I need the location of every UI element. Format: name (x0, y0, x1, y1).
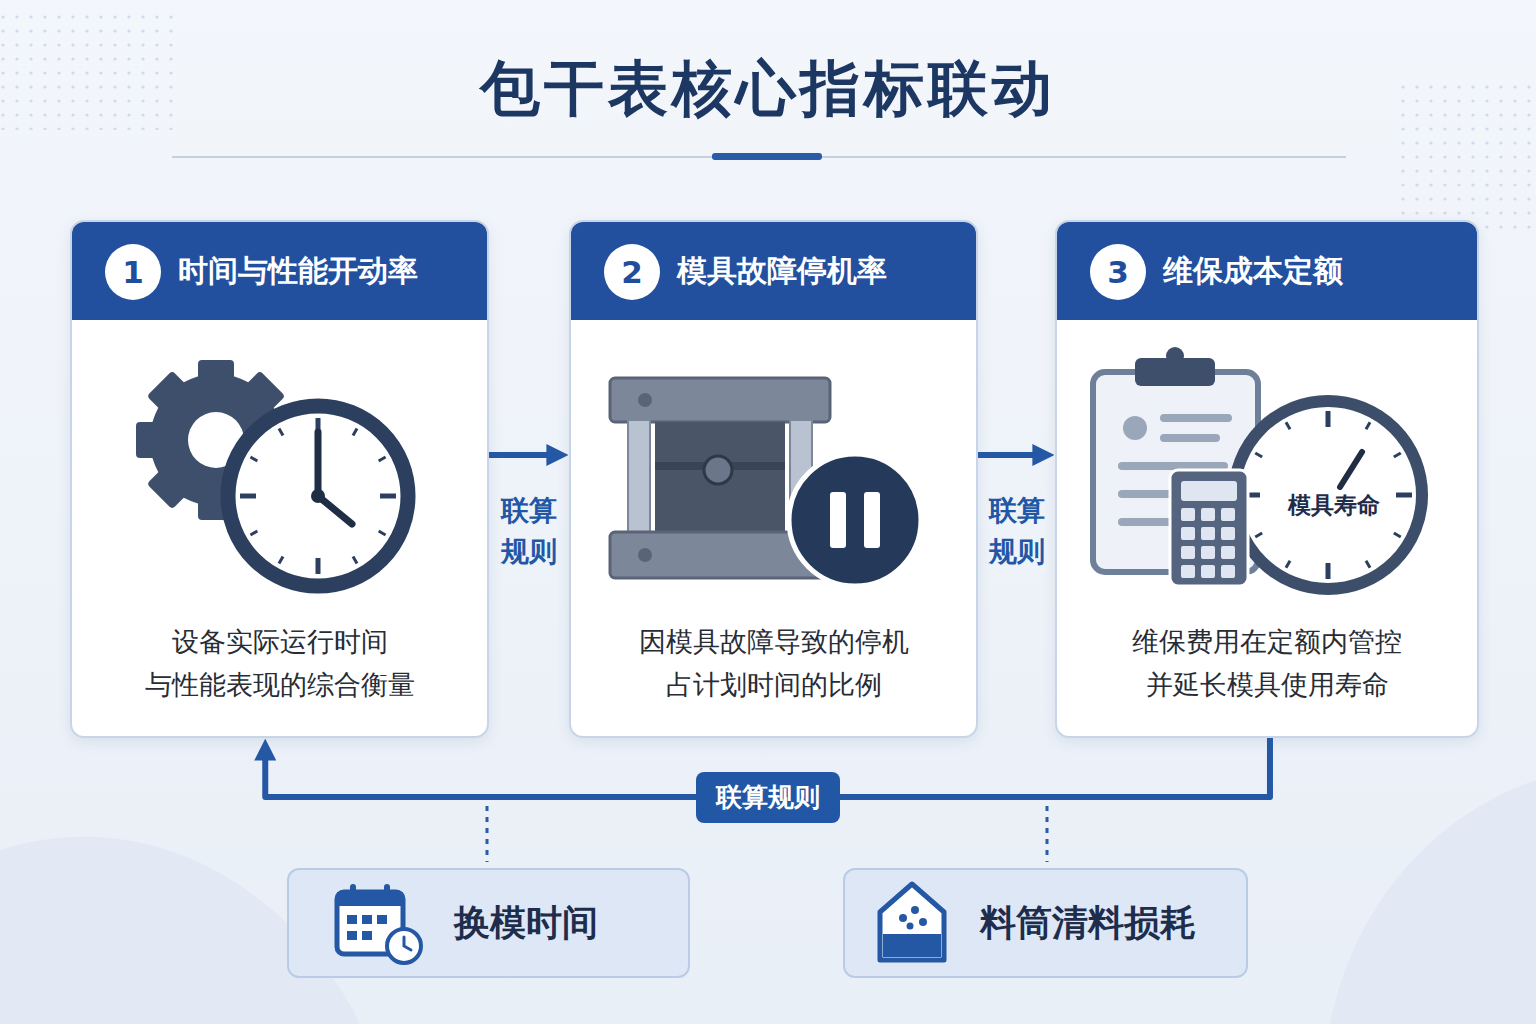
factor-box: 换模时间 (287, 868, 690, 978)
clock-tick (1394, 453, 1401, 457)
mold-pillar (628, 420, 650, 534)
mold-pause-icon (610, 378, 921, 586)
calculator-key (1221, 546, 1235, 559)
clock-tick (1366, 561, 1370, 568)
clock-hand (1340, 452, 1362, 487)
mold-plate (610, 378, 830, 422)
dashed-tie (486, 806, 489, 862)
clock-tick (1396, 493, 1412, 498)
step-number: 2 (604, 244, 660, 300)
calculator-key (1181, 508, 1195, 521)
step-number-circle: 1 (105, 244, 161, 300)
clock-tick (353, 428, 357, 435)
clipboard (1093, 372, 1258, 572)
clock-face (1234, 401, 1422, 589)
calculator (1170, 470, 1248, 586)
clock-tick (1366, 422, 1370, 429)
linkage-arrow (489, 452, 553, 458)
clock-tick (316, 558, 321, 574)
gear-clock-icon (136, 360, 408, 586)
step-number: 3 (1090, 244, 1146, 300)
calculator-key (1201, 546, 1215, 559)
clipboard-calculator-clock-icon (1093, 347, 1422, 589)
clock-tick (1255, 533, 1262, 537)
clock-tick (250, 531, 257, 535)
metric-card: 时间与性能开动率设备实际运行时间 与性能表现的综合衡量1 (70, 220, 489, 738)
card-description: 设备实际运行时间 与性能表现的综合衡量 (72, 620, 487, 706)
clock-tick (316, 418, 321, 434)
factor-label: 换模时间 (454, 899, 598, 948)
calculator-key (1201, 508, 1215, 521)
clock-tick (279, 428, 283, 435)
metric-card: 维保成本定额维保费用在定额内管控 并延长模具使用寿命3 (1055, 220, 1479, 738)
clock-tick (1286, 561, 1290, 568)
step-number-circle: 3 (1090, 244, 1146, 300)
clock-tick (1244, 493, 1260, 498)
clock-hand (315, 432, 322, 496)
edge-label-holder: 联算规则 (501, 491, 557, 572)
calculator-key (1181, 527, 1195, 540)
step-number-circle: 2 (604, 244, 660, 300)
clock-tick (279, 557, 283, 564)
mold-core (655, 422, 785, 532)
clock-ticks (240, 418, 396, 574)
dot-pattern (0, 10, 180, 130)
divider-accent (712, 153, 822, 160)
dashed-tie (1046, 806, 1049, 862)
diagram-title: 包干表核心指标联动 (0, 0, 1536, 128)
clock-tick (240, 494, 256, 499)
card-description: 因模具故障导致的停机 占计划时间的比例 (571, 620, 976, 706)
calculator-key (1181, 546, 1195, 559)
clock-hand (318, 496, 352, 524)
edge-label-holder: 联算规则 (696, 772, 840, 823)
edge-label-holder: 联算规则 (989, 491, 1045, 572)
calculator-key (1221, 527, 1235, 540)
metric-card: 模具故障停机率因模具故障导致的停机 占计划时间的比例2 (569, 220, 978, 738)
gear (136, 360, 296, 520)
dot-pattern (1400, 80, 1536, 230)
clock-tick (1255, 453, 1262, 457)
step-number: 1 (105, 244, 161, 300)
rule-label: 联算规则 (696, 772, 840, 823)
clock-tick (1394, 533, 1401, 537)
clock-tick (1326, 411, 1331, 427)
clock-tick (1286, 422, 1290, 429)
clock-caption: 模具寿命 (1286, 490, 1382, 521)
pause-symbol (789, 454, 921, 586)
calculator-key (1221, 565, 1235, 578)
clock-ticks (1244, 411, 1412, 579)
card-description: 维保费用在定额内管控 并延长模具使用寿命 (1057, 620, 1477, 706)
mold-plate (610, 532, 830, 578)
hopper-icon (880, 884, 944, 960)
calculator-key (1201, 527, 1215, 540)
calculator-key (1181, 565, 1195, 578)
label-holder: 模具寿命 (1286, 490, 1382, 521)
clock-tick (380, 494, 396, 499)
soft-wave (1330, 780, 1536, 1024)
factor-label: 料筒清料损耗 (980, 899, 1196, 948)
mold-pillar (790, 420, 812, 534)
clock-tick (353, 557, 357, 564)
connector-layer (265, 455, 1270, 797)
clock-face (228, 406, 408, 586)
calculator-key (1201, 565, 1215, 578)
clock-tick (250, 457, 257, 461)
clock-tick (1326, 563, 1331, 579)
factor-box: 料筒清料损耗 (843, 868, 1248, 978)
calculator-key (1221, 508, 1235, 521)
rule-label: 联算规则 (501, 491, 557, 572)
rule-label: 联算规则 (989, 491, 1045, 572)
clock-tick (379, 457, 386, 461)
clock-tick (379, 531, 386, 535)
calendar-icon (337, 884, 421, 963)
linkage-arrow (978, 452, 1039, 458)
